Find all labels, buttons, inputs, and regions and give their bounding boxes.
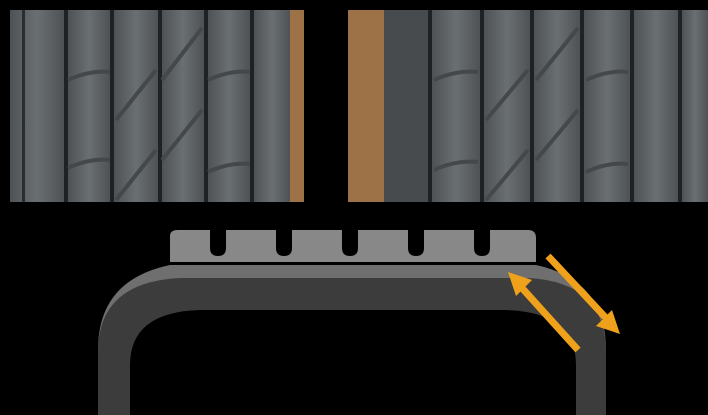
tire-inner-hollow — [130, 310, 576, 415]
tread-block — [170, 230, 536, 262]
